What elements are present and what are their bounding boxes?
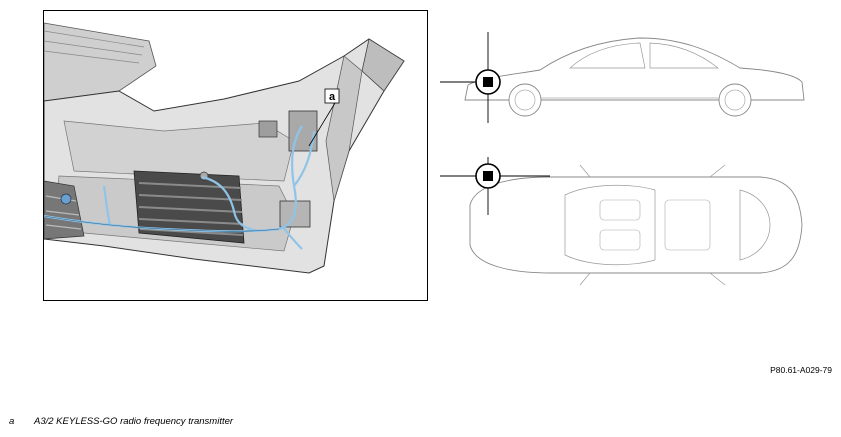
legend: a A3/2 KEYLESS-GO radio frequency transm… — [9, 416, 233, 427]
location-marker-icon — [440, 157, 550, 215]
car-side-view — [440, 30, 820, 125]
bumper-illustration: a — [44, 22, 405, 274]
callout-a: a — [308, 88, 340, 147]
legend-text: A3/2 KEYLESS-GO radio frequency transmit… — [34, 416, 234, 427]
location-marker-icon — [440, 32, 501, 123]
car-top-view — [440, 155, 820, 295]
figure-code: P80.61-A029-79 — [770, 365, 832, 375]
callout-letter: a — [329, 91, 336, 103]
legend-key: a — [9, 416, 15, 427]
lower-grille — [133, 170, 245, 244]
bumper-detail-figure: a — [43, 10, 428, 301]
